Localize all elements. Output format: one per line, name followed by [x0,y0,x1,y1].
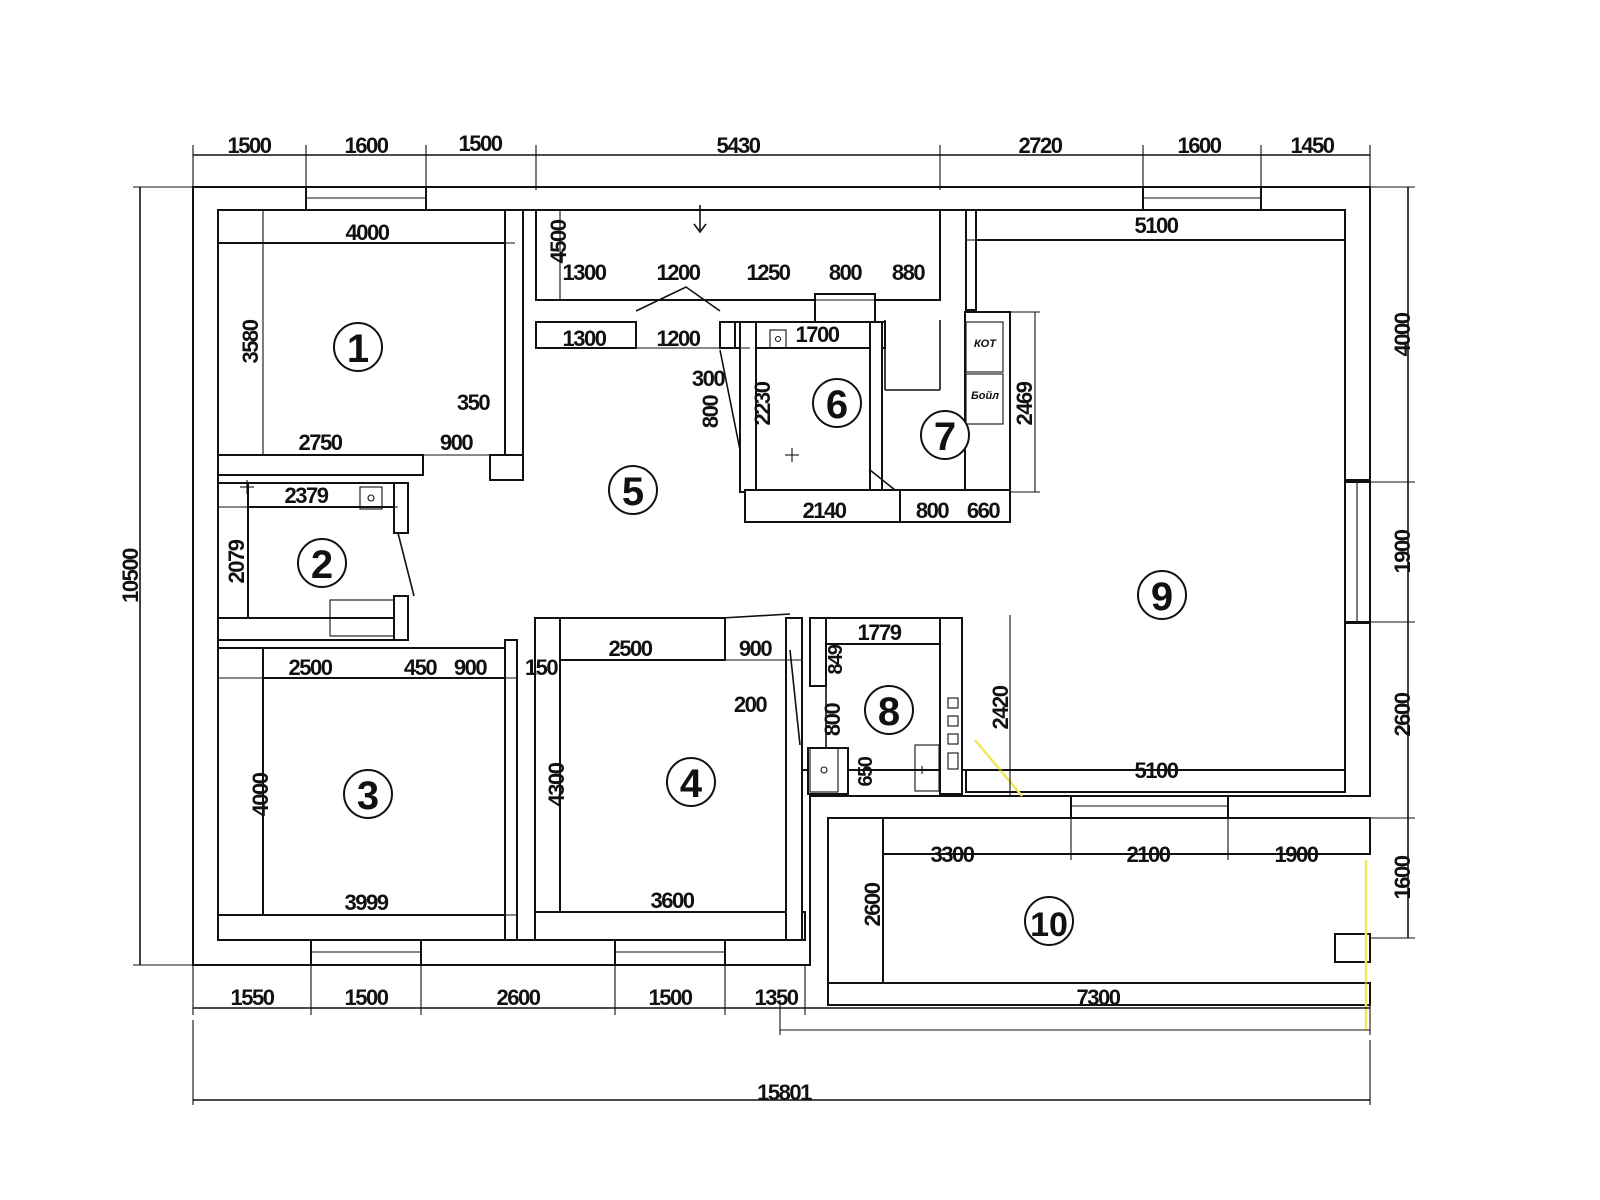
dim-room4-height: 4300 [544,762,569,806]
room-4-number: 4 [680,762,703,806]
dim-room3-2500: 2500 [289,655,333,680]
dim-room8-800: 800 [820,703,845,736]
dim-room8-1779: 1779 [858,620,902,645]
dim-room8-849: 849 [825,644,847,674]
room-1-number: 1 [347,327,369,371]
dim-room6-1700: 1700 [796,322,840,347]
dim-bottom-4: 1500 [649,985,693,1010]
dim-room1-height: 3580 [238,319,263,363]
dim-room4-2500: 2500 [609,636,653,661]
dim-bottom-2: 1500 [345,985,389,1010]
room-labels: 1 2 3 4 5 6 7 8 9 10 [297,322,1187,946]
dim-corridor-1250: 1250 [747,260,791,285]
room-8-number: 8 [878,690,900,734]
dim-top-6: 1600 [1178,133,1222,158]
dim-top-1: 1500 [228,133,272,158]
dim-top-2: 1600 [345,133,389,158]
dim-top-5: 2720 [1019,133,1063,158]
dim-bottom-5: 1350 [755,985,799,1010]
dim-room6-2230: 2230 [750,381,775,425]
dim-room1-width: 4000 [346,220,390,245]
dim-room7-660: 660 [967,498,1000,523]
dim-room7-2469: 2469 [1012,381,1037,425]
dim-room1-900: 900 [440,430,473,455]
dim-room10-3300: 3300 [931,842,975,867]
dim-right-4: 1600 [1390,855,1415,899]
dim-room8-2420: 2420 [988,685,1013,729]
dim-bottom-3: 2600 [497,985,541,1010]
dim-room6-2140: 2140 [803,498,847,523]
boiler-label: КОТ [974,338,997,350]
dim-room3-3999: 3999 [345,890,389,915]
room-7-number: 7 [934,415,956,459]
inner-walls [217,209,1371,1006]
dim-top-4: 5430 [717,133,761,158]
room-10-number: 10 [1030,906,1068,944]
dim-corridor-4500: 4500 [546,219,571,263]
dim-corridor-880: 880 [892,260,925,285]
dim-room10-2100: 2100 [1127,842,1171,867]
room-6-number: 6 [826,383,848,427]
dim-corridor-1300b: 1300 [563,326,607,351]
dim-room6-300: 300 [692,366,725,391]
dim-top-7: 1450 [1291,133,1335,158]
room-2-number: 2 [311,543,333,587]
dim-overall-height: 10500 [118,548,143,603]
dim-right-1: 4000 [1390,312,1415,356]
dim-room3-height: 4000 [248,772,273,816]
dim-room9-bottom: 5100 [1135,758,1179,783]
dim-room4-200: 200 [734,692,767,717]
room-3-number: 3 [357,774,379,818]
dim-room3-900: 900 [454,655,487,680]
dimension-lines [133,145,1415,1105]
windows [305,186,1371,966]
doors-and-fixtures [240,205,1368,1030]
dim-top-3: 1500 [459,131,503,156]
dim-room8-650: 650 [855,756,877,786]
dim-room6-800: 800 [698,395,723,428]
dimension-texts: 1500 1600 1500 5430 2720 1600 1450 1550 … [118,131,1415,1105]
dim-room10-2600: 2600 [860,882,885,926]
dim-room10-1900: 1900 [1275,842,1319,867]
dim-corridor-1200b: 1200 [657,326,701,351]
dim-right-3: 2600 [1390,692,1415,736]
dim-overall-width: 15801 [757,1080,812,1105]
room-9-number: 9 [1151,575,1173,619]
dim-bottom-6: 7300 [1077,985,1121,1010]
dim-room3-450: 450 [404,655,437,680]
dim-room4-900: 900 [739,636,772,661]
dim-room4-3600: 3600 [651,888,695,913]
dim-corridor-1300a: 1300 [563,260,607,285]
dim-corridor-1200a: 1200 [657,260,701,285]
dim-room2-width: 2379 [285,483,329,508]
water-heater-label: Бойл [971,390,999,402]
dim-room1-350: 350 [457,390,490,415]
dim-room3-150: 150 [525,655,558,680]
dim-corridor-800: 800 [829,260,862,285]
dim-right-2: 1900 [1390,529,1415,573]
dim-room9-top: 5100 [1135,213,1179,238]
dim-room7-800: 800 [916,498,949,523]
dim-bottom-1: 1550 [231,985,275,1010]
room-5-number: 5 [622,470,644,514]
dim-room1-2750: 2750 [299,430,343,455]
dim-room2-height: 2079 [224,539,249,583]
